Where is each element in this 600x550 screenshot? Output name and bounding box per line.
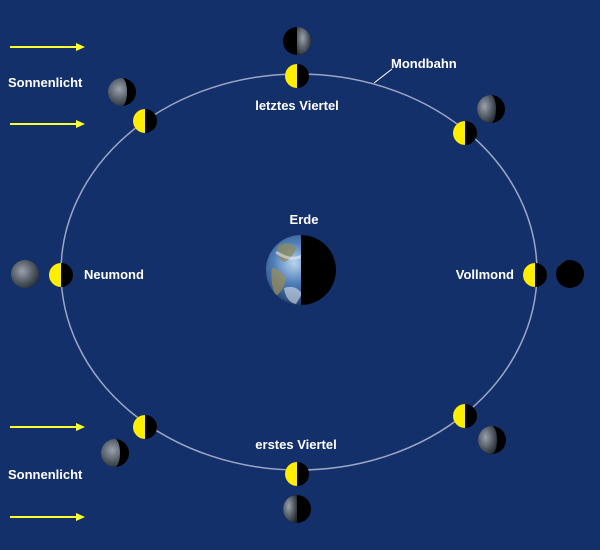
moon-view-full (556, 260, 584, 288)
orbit-label: Mondbahn (391, 56, 457, 71)
moon-view-waning-gibbous (477, 95, 505, 123)
new-moon-label: Neumond (84, 267, 144, 282)
sunlight-label-bottom: Sonnenlicht (8, 467, 83, 482)
sunlight-arrow (10, 43, 85, 51)
sunlight-label-top: Sonnenlicht (8, 75, 83, 90)
moon-view-new (11, 260, 39, 288)
moon-waxing-gibbous (453, 404, 477, 428)
moon-last-quarter (285, 64, 309, 88)
sunlight-arrow (10, 423, 85, 431)
moon-view-first-quarter (283, 495, 311, 523)
moon-full (523, 263, 547, 287)
moon-new (49, 263, 73, 287)
orbit-label-leader (373, 68, 393, 84)
moon-waning-gibbous (453, 121, 477, 145)
full-moon-label: Vollmond (456, 267, 514, 282)
moon-view-last-quarter (283, 27, 311, 55)
moon-first-quarter (285, 462, 309, 486)
sunlight-arrow (10, 513, 85, 521)
first-quarter-label: erstes Viertel (255, 437, 336, 452)
earth-label: Erde (290, 212, 319, 227)
moon-waxing-crescent (133, 415, 157, 439)
moon-view-waxing-crescent (101, 439, 129, 467)
sunlight-arrow (10, 120, 85, 128)
last-quarter-label: letztes Viertel (255, 98, 339, 113)
moon-view-waxing-gibbous (478, 426, 506, 454)
moon-waning-crescent (133, 109, 157, 133)
moon-view-waning-crescent (108, 78, 136, 106)
